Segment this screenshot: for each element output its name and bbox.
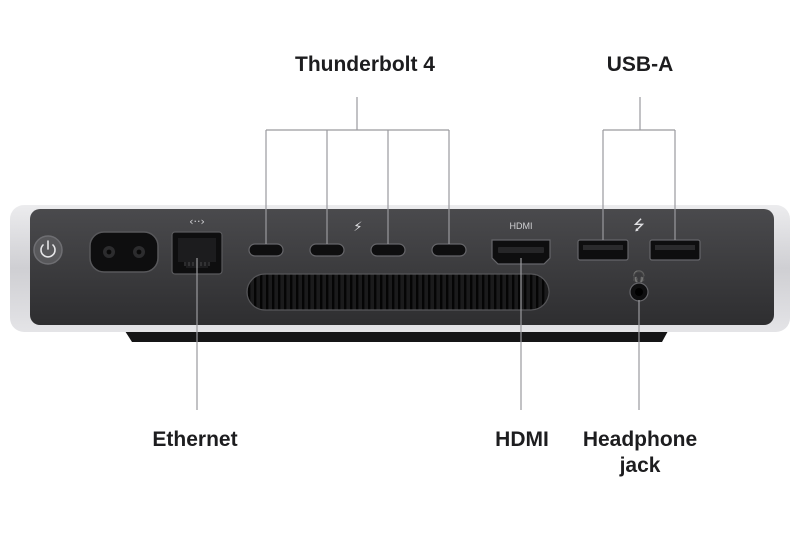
- thunderbolt-port-1: [248, 243, 284, 257]
- device-base: [125, 331, 668, 342]
- headphone-jack-label: Headphone jack: [560, 427, 720, 479]
- hdmi-port: [491, 239, 551, 265]
- headphone-jack: [629, 282, 649, 302]
- hdmi-marking: HDMI: [510, 221, 533, 231]
- power-inlet: [89, 231, 159, 273]
- thunderbolt-label: Thunderbolt 4: [295, 53, 435, 76]
- usb-a-port-2: [649, 239, 701, 261]
- usb-a-port-1: [577, 239, 629, 261]
- headphone-label-line-2: jack: [619, 454, 661, 477]
- ethernet-symbol: ‹··›: [189, 215, 205, 228]
- thunderbolt-symbol: ⚡: [353, 220, 362, 235]
- ethernet-port: [171, 231, 223, 275]
- thunderbolt-port-2: [309, 243, 345, 257]
- headphone-symbol: 🎧: [632, 270, 646, 283]
- hdmi-label: HDMI: [495, 428, 549, 451]
- usb-symbol: ⭍: [633, 218, 645, 234]
- power-button: [33, 235, 63, 265]
- vent-grille: [246, 273, 550, 311]
- thunderbolt-port-4: [431, 243, 467, 257]
- usb-a-label: USB-A: [606, 53, 674, 76]
- headphone-label-line-1: Headphone: [582, 428, 698, 451]
- thunderbolt-port-3: [370, 243, 406, 257]
- thunderbolt-leader-lines: [265, 97, 450, 244]
- usb-a-leader-lines: [602, 97, 676, 240]
- ethernet-label: Ethernet: [152, 428, 238, 451]
